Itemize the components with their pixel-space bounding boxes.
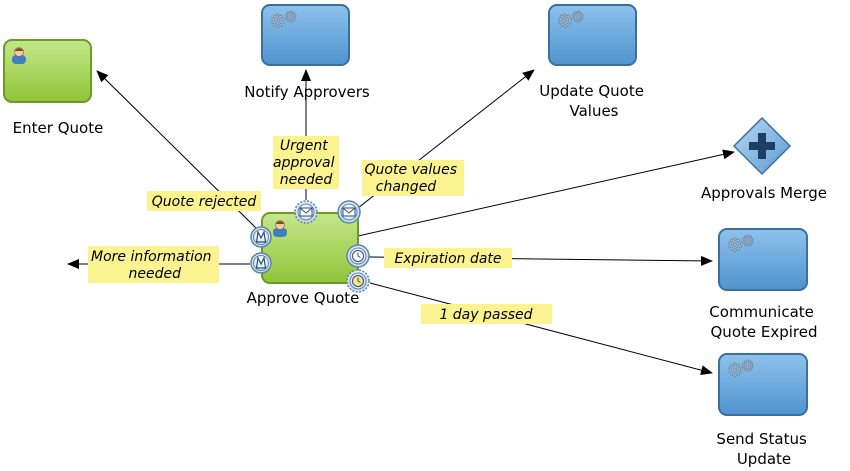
update-quote-values-line-1: Update Quote [539, 82, 644, 100]
boundary-event-escalation-more-info[interactable] [250, 252, 272, 274]
gear-icon: ⚙ [727, 235, 743, 256]
urgent-line-1: Urgent [280, 138, 328, 154]
enter-quote-line-1: Enter Quote [13, 119, 104, 137]
edge-to-approvals-merge[interactable] [357, 149, 735, 237]
task-communicate-quote-expired[interactable]: ⚙ ⚙ [718, 228, 808, 291]
more-info-line-2: needed [129, 266, 182, 282]
edge-label-quote-rejected: Quote rejected [147, 191, 261, 211]
task-notify-approvers[interactable]: ⚙ ⚙ [261, 4, 350, 66]
quote-values-text: Quote values changed [365, 162, 462, 195]
edge-label-more-information-needed: More information needed [88, 246, 219, 283]
send-status-update-line-2: Update [737, 450, 791, 468]
task-approve-quote[interactable] [261, 212, 359, 284]
clock-icon [352, 250, 364, 262]
user-icon [273, 220, 287, 237]
gear-icon-small: ⚙ [284, 8, 297, 26]
task-label-update-quote-values: Update Quote Values [539, 82, 648, 120]
task-label-send-status-update: Send Status Update [716, 430, 811, 468]
gear-icon-small: ⚙ [741, 357, 754, 375]
edge-label-urgent-approval-needed: Urgent approval needed [273, 136, 339, 189]
boundary-event-message-urgent-approval[interactable] [294, 200, 318, 224]
one-day-passed-line-1: 1 day passed [439, 307, 532, 323]
edge-label-quote-values-changed: Quote values changed [362, 160, 464, 196]
boundary-event-escalation-quote-rejected[interactable] [250, 226, 272, 248]
urgent-line-2: approval [273, 155, 335, 171]
communicate-quote-expired-line-2: Quote Expired [711, 323, 818, 341]
expiration-date-line-1: Expiration date [394, 251, 501, 267]
urgent-line-3: needed [280, 172, 333, 188]
boundary-event-timer-1-day[interactable] [346, 269, 370, 293]
escalation-icon [255, 230, 267, 243]
more-info-line-1: More information [91, 249, 212, 265]
task-enter-quote[interactable] [3, 39, 92, 103]
task-update-quote-values[interactable]: ⚙ ⚙ [548, 4, 637, 66]
quote-values-line-1: Quote values [365, 162, 458, 178]
communicate-quote-expired-line-1: Communicate [709, 303, 814, 321]
gear-icon-small: ⚙ [571, 8, 584, 26]
task-label-communicate-quote-expired: Communicate Quote Expired [709, 303, 818, 341]
envelope-icon [342, 207, 356, 217]
send-status-update-line-1: Send Status [716, 430, 807, 448]
edges [67, 69, 735, 376]
clock-icon [352, 275, 364, 287]
gear-icon: ⚙ [270, 11, 286, 32]
gear-icon-small: ⚙ [741, 232, 754, 250]
gateway-label-approvals-merge: Approvals Merge [701, 184, 827, 202]
user-icon [12, 47, 26, 64]
edge-label-1-day-passed: 1 day passed [421, 304, 552, 324]
more-info-text: More information needed [91, 249, 216, 282]
gear-icon: ⚙ [557, 11, 573, 32]
task-label-approve-quote: Approve Quote [247, 289, 360, 307]
task-label-enter-quote: Enter Quote [13, 119, 104, 137]
quote-rejected-line-1: Quote rejected [152, 194, 257, 210]
task-label-notify-approvers: Notify Approvers [244, 83, 370, 101]
approve-quote-line-1: Approve Quote [247, 289, 360, 307]
plus-icon [749, 133, 775, 159]
boundary-event-message-quote-values-changed[interactable] [337, 200, 361, 224]
boundary-event-timer-expiration[interactable] [346, 244, 370, 268]
quote-values-line-2: changed [376, 179, 437, 195]
gateway-approvals-merge[interactable] [732, 116, 792, 176]
edge-1-day-passed[interactable] [369, 282, 713, 376]
notify-approvers-line-1: Notify Approvers [244, 83, 370, 101]
escalation-icon [255, 256, 267, 269]
task-send-status-update[interactable]: ⚙ ⚙ [718, 353, 808, 416]
approvals-merge-line-1: Approvals Merge [701, 184, 827, 202]
gear-icon: ⚙ [727, 360, 743, 381]
update-quote-values-line-2: Values [569, 102, 618, 120]
urgent-approval-text: Urgent approval needed [273, 138, 339, 188]
edge-label-expiration-date: Expiration date [384, 248, 512, 268]
envelope-icon [299, 207, 313, 217]
